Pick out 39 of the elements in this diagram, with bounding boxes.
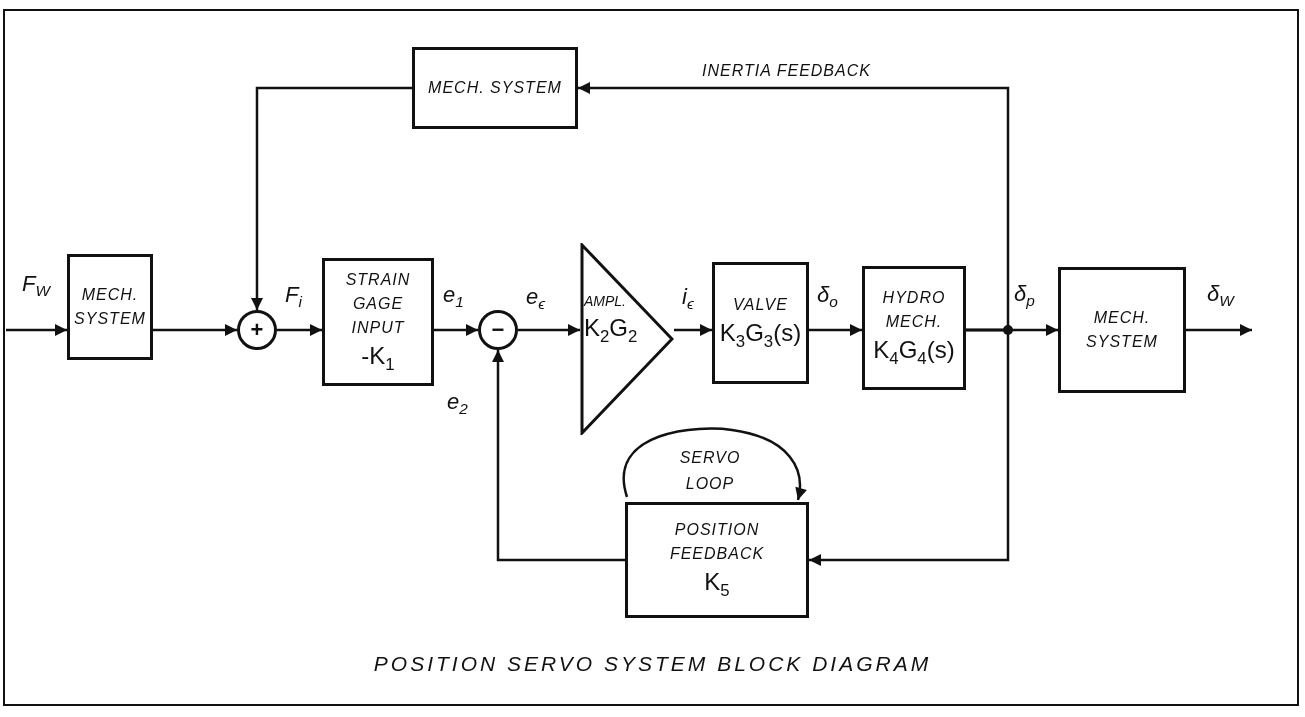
arrow — [809, 328, 1010, 566]
transfer-function: K$_{2}$G$_{2}$ — [584, 312, 638, 348]
arrow — [251, 86, 412, 310]
process-box — [412, 47, 578, 129]
arrow — [518, 324, 580, 336]
summing-junction — [478, 310, 518, 350]
loop-label: SERVO LOOP — [678, 448, 742, 494]
edge-label: δ$_{p}$ — [1012, 282, 1037, 311]
caption: POSITION SERVO SYSTEM BLOCK DIAGRAM — [372, 652, 933, 676]
arrow — [153, 324, 237, 336]
block-label: AMPL. — [584, 291, 626, 311]
process-box — [862, 266, 966, 390]
block-label: STRAIN GAGE INPUT — [344, 270, 412, 339]
amplifier-triangle — [580, 243, 674, 435]
arrow — [1186, 324, 1252, 336]
block-label: POSITION FEEDBACK — [668, 520, 766, 565]
block-label: MECH. SYSTEM — [1085, 308, 1159, 352]
block-label: VALVE — [732, 295, 789, 316]
transfer-function: -K$_{1}$ — [361, 341, 395, 376]
summing-junction — [237, 310, 277, 350]
process-box — [712, 262, 809, 384]
block-label: MECH. SYSTEM — [428, 78, 562, 98]
arrow — [277, 324, 322, 336]
process-box — [1058, 267, 1186, 393]
arrow — [434, 324, 478, 336]
process-box — [322, 258, 434, 386]
transfer-function: K$_{5}$ — [704, 567, 730, 602]
arrow — [6, 324, 67, 336]
transfer-function: K$_{4}$G$_{4}$(s) — [873, 335, 955, 370]
block-label: MECH. SYSTEM — [73, 285, 147, 329]
arrow — [674, 324, 712, 336]
arrow — [809, 324, 862, 336]
operator-sign: + — [250, 319, 264, 341]
operator-sign: − — [491, 319, 505, 341]
process-box — [625, 502, 809, 618]
arrow — [492, 350, 625, 562]
block-label: HYDRO MECH. — [881, 288, 947, 333]
process-box — [67, 254, 153, 360]
transfer-function: K$_{3}$G$_{3}$(s) — [719, 318, 802, 353]
